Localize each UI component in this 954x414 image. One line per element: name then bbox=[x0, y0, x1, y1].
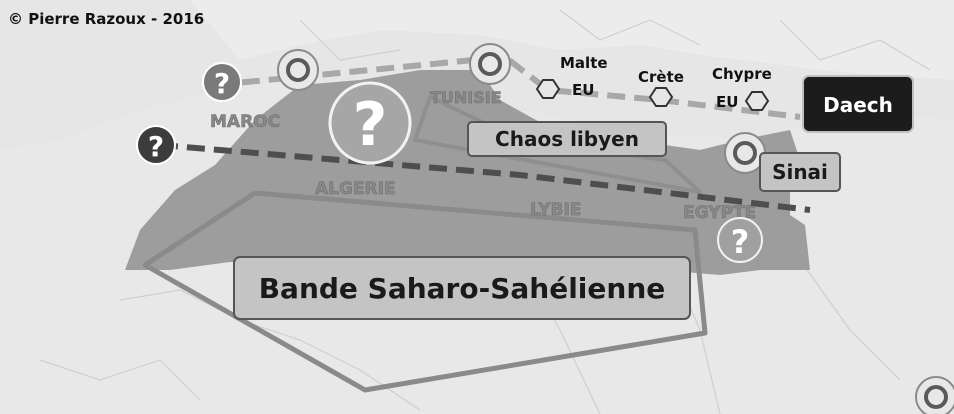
dashed-line-dark bbox=[159, 142, 811, 213]
bande-sahelienne-box: Bande Saharo-Sahélienne bbox=[233, 256, 691, 320]
label-lybie: LYBIE bbox=[530, 200, 581, 220]
chaos-libyen-box: Chaos libyen bbox=[467, 121, 667, 157]
sinai-label: Sinai bbox=[772, 160, 828, 184]
europe-land bbox=[190, 0, 954, 80]
daech-box: Daech bbox=[802, 75, 914, 133]
label-malte-eu: EU bbox=[572, 81, 594, 99]
target-circle-maroc bbox=[277, 49, 319, 91]
copyright-text: © Pierre Razoux - 2016 bbox=[8, 10, 204, 28]
target-circle-south bbox=[915, 376, 954, 414]
question-mark: ? bbox=[214, 67, 230, 100]
hexagon-icon-chypre bbox=[744, 91, 770, 111]
label-chypre: Chypre bbox=[712, 65, 772, 83]
question-marker-maroc: ? bbox=[202, 62, 242, 102]
target-circle-tunisie bbox=[469, 43, 511, 85]
question-marker-west: ? bbox=[136, 125, 176, 165]
sinai-box: Sinai bbox=[759, 152, 841, 192]
label-chypre-eu: EU bbox=[716, 93, 738, 111]
label-crete: Crète bbox=[638, 68, 684, 86]
question-mark: ? bbox=[353, 90, 388, 160]
label-maroc: MAROC bbox=[210, 112, 280, 132]
bande-sahelienne-label: Bande Saharo-Sahélienne bbox=[259, 272, 666, 305]
question-marker-egypte: ? bbox=[717, 217, 763, 263]
daech-label: Daech bbox=[823, 93, 893, 117]
hexagon-icon-malte bbox=[535, 79, 561, 99]
question-mark: ? bbox=[731, 223, 750, 261]
question-mark: ? bbox=[148, 130, 164, 163]
chaos-libyen-label: Chaos libyen bbox=[495, 127, 639, 151]
question-marker-algerie: ? bbox=[328, 81, 412, 165]
dashed-line-light bbox=[214, 53, 801, 120]
label-malte: Malte bbox=[560, 54, 608, 72]
sahel-polygon bbox=[142, 190, 708, 393]
label-algerie: ALGERIE bbox=[315, 179, 396, 199]
label-tunisie: TUNISIE bbox=[430, 88, 502, 107]
hexagon-icon-crete bbox=[648, 87, 674, 107]
